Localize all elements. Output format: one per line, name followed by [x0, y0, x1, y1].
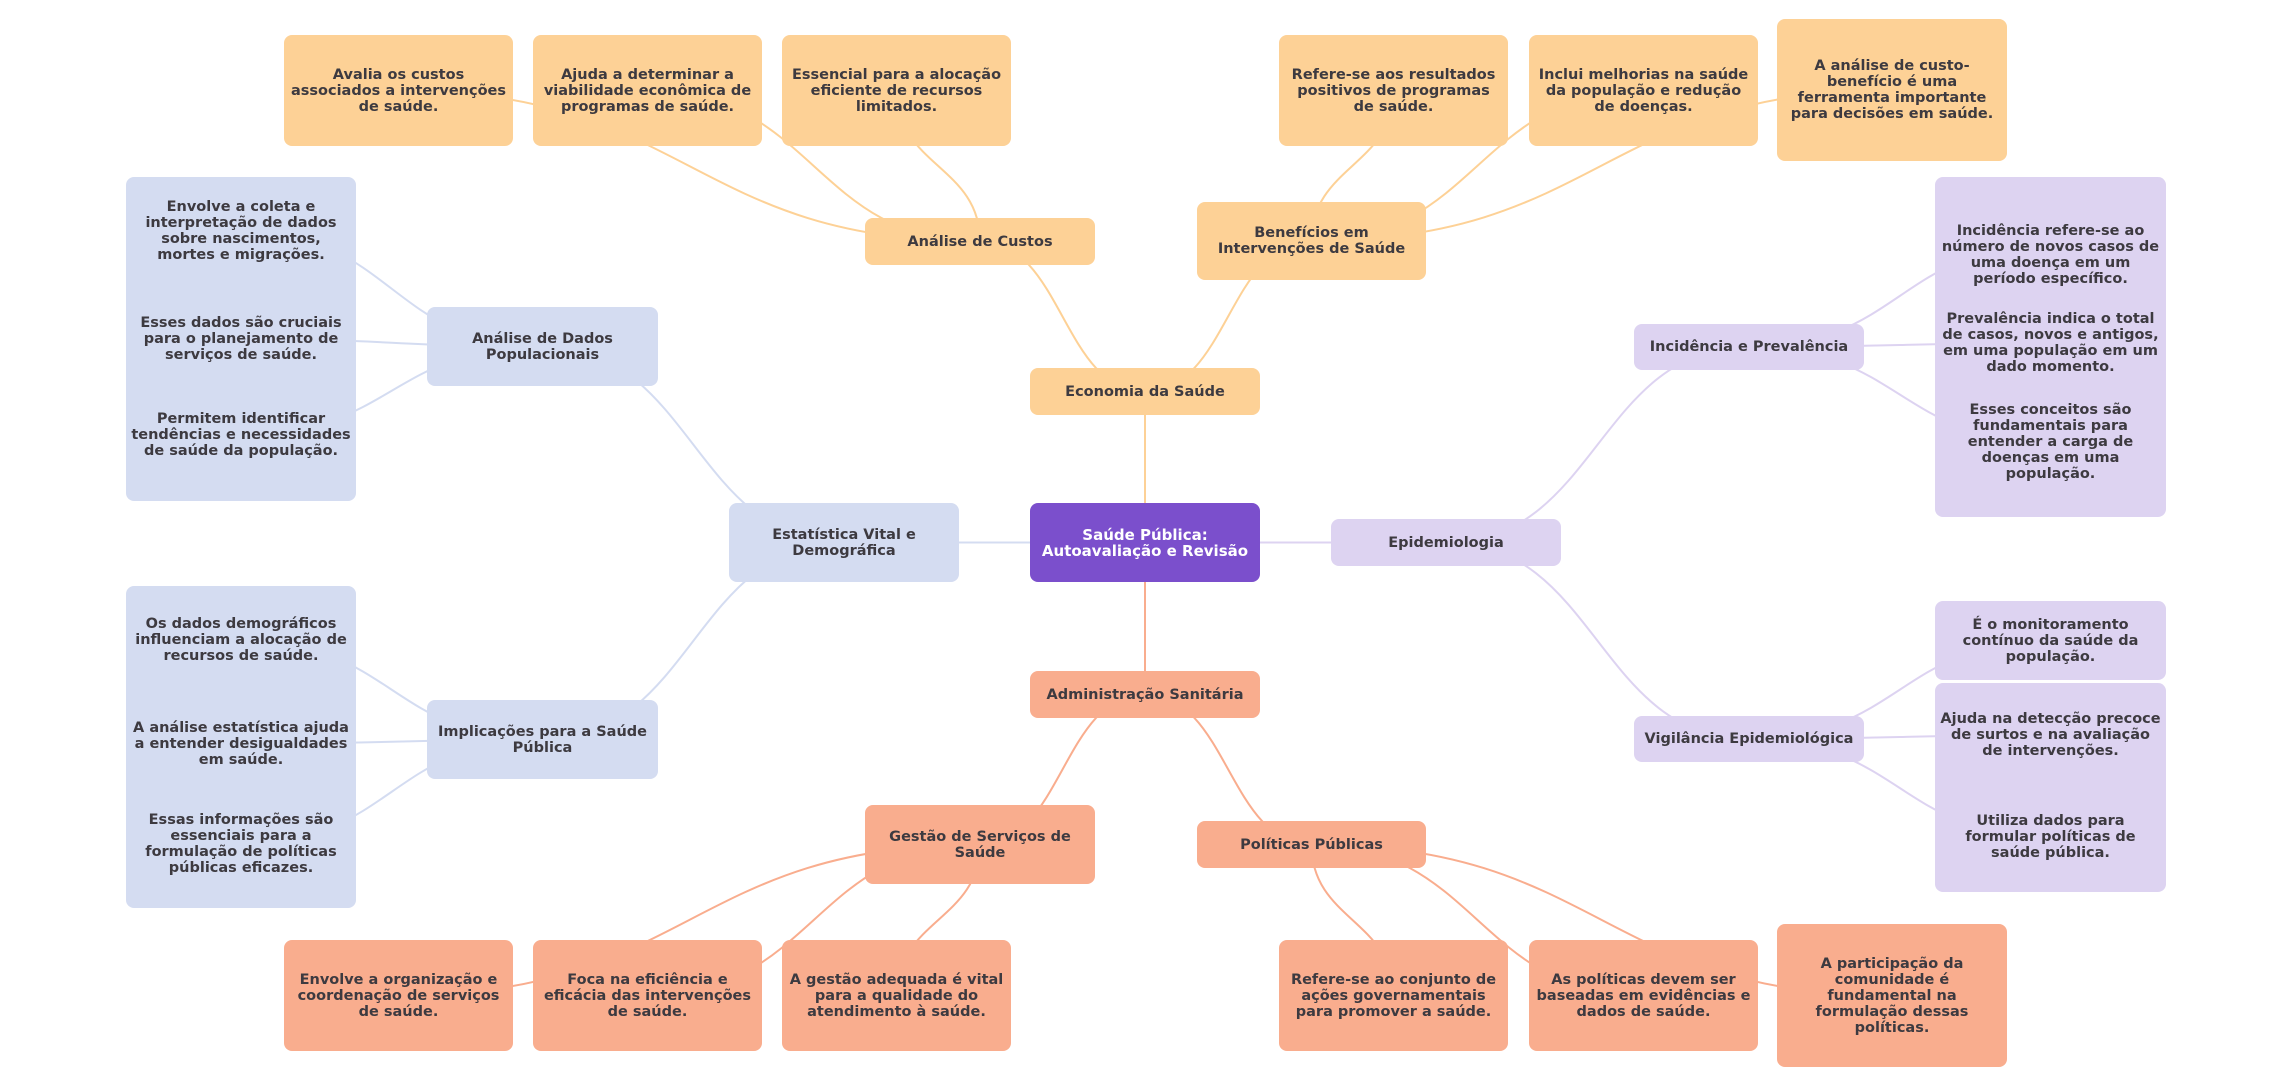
- leaf-text: A participação da comunidade é fundament…: [1815, 955, 1969, 1036]
- root-node-label: Saúde Pública: Autoavaliação e Revisão: [1041, 525, 1249, 560]
- leaf-text: Envolve a organização e coordenação de s…: [297, 971, 500, 1020]
- branch-label: Estatística Vital e Demográfica: [772, 526, 916, 559]
- leaf-node[interactable]: É o monitoramento contínuo da saúde da p…: [1935, 601, 2166, 680]
- leaf-text: Esses dados são cruciais para o planejam…: [140, 315, 342, 363]
- connector-line: [1445, 541, 1750, 740]
- leaf-text: Os dados demográficos influenciam a aloc…: [135, 616, 347, 664]
- leaf-node[interactable]: Envolve a coleta e interpretação de dado…: [126, 177, 356, 285]
- leaf-text: Prevalência indica o total de casos, nov…: [1942, 311, 2159, 375]
- topic-node-incidencia-prevalencia[interactable]: Incidência e Prevalência: [1634, 324, 1864, 370]
- leaf-node[interactable]: Ajuda na detecção precoce de surtos e na…: [1935, 683, 2166, 787]
- leaf-node[interactable]: Inclui melhorias na saúde da população e…: [1529, 35, 1758, 146]
- leaf-text: Essencial para a alocação eficiente de r…: [791, 66, 1002, 115]
- topic-label: Vigilância Epidemiológica: [1644, 731, 1854, 747]
- leaf-text: Refere-se ao conjunto de ações govername…: [1290, 971, 1497, 1020]
- leaf-text: Essas informações são essenciais para a …: [145, 812, 337, 876]
- topic-node-politicas-publicas[interactable]: Políticas Públicas: [1197, 821, 1426, 868]
- leaf-node[interactable]: As políticas devem ser baseadas em evidê…: [1529, 940, 1758, 1051]
- branch-node-estatistica[interactable]: Estatística Vital e Demográfica: [729, 503, 959, 582]
- leaf-column-implicacoes: Os dados demográficos influenciam a aloc…: [126, 586, 356, 908]
- topic-label: Benefícios em Intervenções de Saúde: [1217, 225, 1406, 257]
- topic-node-beneficios[interactable]: Benefícios em Intervenções de Saúde: [1197, 202, 1426, 280]
- branch-node-economia[interactable]: Economia da Saúde: [1030, 368, 1260, 415]
- leaf-text: A análise estatística ajuda a entender d…: [133, 720, 349, 768]
- leaf-text: Foca na eficiência e eficácia das interv…: [543, 971, 752, 1020]
- topic-label: Análise de Dados Populacionais: [472, 330, 613, 363]
- leaf-node[interactable]: Esses dados são cruciais para o planejam…: [126, 285, 356, 393]
- leaf-column-incidencia: Incidência refere-se ao número de novos …: [1935, 177, 2166, 517]
- leaf-text: Incidência refere-se ao número de novos …: [1941, 223, 2160, 287]
- leaf-node[interactable]: Essencial para a alocação eficiente de r…: [782, 35, 1011, 146]
- leaf-node[interactable]: Refere-se aos resultados positivos de pr…: [1279, 35, 1508, 146]
- leaf-node[interactable]: A análise de custo-benefício é uma ferra…: [1777, 19, 2007, 161]
- leaf-column-vigilancia: Ajuda na detecção precoce de surtos e na…: [1935, 683, 2166, 892]
- leaf-text: Envolve a coleta e interpretação de dado…: [145, 199, 337, 263]
- topic-label: Gestão de Serviços de Saúde: [889, 828, 1071, 861]
- leaf-node[interactable]: Os dados demográficos influenciam a aloc…: [126, 586, 356, 694]
- leaf-text: Ajuda na detecção precoce de surtos e na…: [1940, 711, 2161, 759]
- leaf-text: Permitem identificar tendências e necess…: [131, 411, 351, 459]
- leaf-text: A análise de custo-benefício é uma ferra…: [1790, 58, 1994, 122]
- leaf-node[interactable]: Esses conceitos são fundamentais para en…: [1935, 397, 2166, 487]
- topic-label: Implicações para a Saúde Pública: [437, 723, 648, 756]
- leaf-text: As políticas devem ser baseadas em evidê…: [1536, 971, 1751, 1020]
- leaf-node[interactable]: A gestão adequada é vital para a qualida…: [782, 940, 1011, 1051]
- leaf-node[interactable]: Ajuda a determinar a viabilidade econômi…: [533, 35, 762, 146]
- leaf-node[interactable]: Incidência refere-se ao número de novos …: [1935, 203, 2166, 287]
- topic-node-implicacoes[interactable]: Implicações para a Saúde Pública: [427, 700, 658, 779]
- leaf-node[interactable]: A análise estatística ajuda a entender d…: [126, 690, 356, 798]
- leaf-node[interactable]: Prevalência indica o total de casos, nov…: [1935, 311, 2166, 375]
- branch-node-epidemiologia[interactable]: Epidemiologia: [1331, 519, 1561, 566]
- leaf-text: A gestão adequada é vital para a qualida…: [789, 971, 1004, 1020]
- leaf-column-analise-dados: Envolve a coleta e interpretação de dado…: [126, 177, 356, 501]
- branch-label: Economia da Saúde: [1065, 383, 1225, 400]
- leaf-text: Esses conceitos são fundamentais para en…: [1967, 402, 2134, 482]
- leaf-node[interactable]: Essas informações são essenciais para a …: [126, 784, 356, 904]
- topic-label: Análise de Custos: [907, 233, 1053, 250]
- leaf-node[interactable]: Envolve a organização e coordenação de s…: [284, 940, 513, 1051]
- leaf-node[interactable]: Avalia os custos associados a intervençõ…: [284, 35, 513, 146]
- topic-node-analise-dados[interactable]: Análise de Dados Populacionais: [427, 307, 658, 386]
- topic-label: Políticas Públicas: [1240, 836, 1383, 853]
- leaf-node[interactable]: Foca na eficiência e eficácia das interv…: [533, 940, 762, 1051]
- leaf-text: Refere-se aos resultados positivos de pr…: [1291, 66, 1496, 115]
- leaf-text: Inclui melhorias na saúde da população e…: [1538, 66, 1749, 115]
- leaf-node[interactable]: Utiliza dados para formular políticas de…: [1935, 787, 2166, 887]
- connector-line: [1445, 346, 1750, 544]
- topic-node-vigilancia[interactable]: Vigilância Epidemiológica: [1634, 716, 1864, 762]
- leaf-node[interactable]: A participação da comunidade é fundament…: [1777, 924, 2007, 1067]
- branch-label: Administração Sanitária: [1046, 686, 1244, 703]
- leaf-node[interactable]: Permitem identificar tendências e necess…: [126, 381, 356, 489]
- leaf-text: É o monitoramento contínuo da saúde da p…: [1962, 616, 2139, 665]
- leaf-text: Utiliza dados para formular políticas de…: [1965, 813, 2136, 861]
- leaf-text: Ajuda a determinar a viabilidade econômi…: [543, 66, 752, 115]
- topic-node-gestao-servicos[interactable]: Gestão de Serviços de Saúde: [865, 805, 1095, 884]
- branch-label: Epidemiologia: [1388, 534, 1504, 551]
- branch-node-administracao[interactable]: Administração Sanitária: [1030, 671, 1260, 718]
- leaf-node[interactable]: Refere-se ao conjunto de ações govername…: [1279, 940, 1508, 1051]
- leaf-text: Avalia os custos associados a intervençõ…: [290, 66, 507, 115]
- topic-node-analise-custos[interactable]: Análise de Custos: [865, 218, 1095, 265]
- root-node[interactable]: Saúde Pública: Autoavaliação e Revisão: [1030, 503, 1260, 582]
- topic-label: Incidência e Prevalência: [1649, 339, 1849, 355]
